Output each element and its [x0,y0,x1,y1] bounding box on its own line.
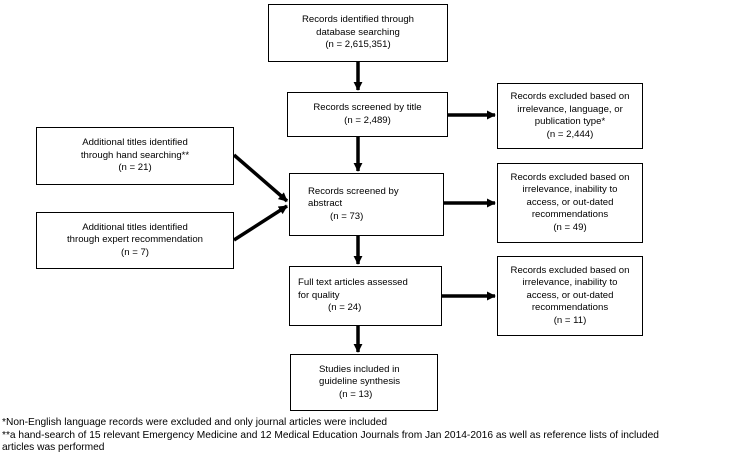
box-line: (n = 2,489) [344,114,391,126]
footnote-hand-search-cont: articles was performed [2,442,105,454]
box-line: Records excluded based on [510,171,630,183]
expert-recommendation-box: Additional titles identified through exp… [36,212,234,269]
box-line: (n = 24) [328,302,362,314]
studies-included-box: Studies included in guideline synthesis … [290,354,438,411]
box-line: database searching [316,26,400,38]
screened-by-abstract-box: Records screened by abstract (n = 73) [289,173,444,236]
excluded-by-title-box: Records excluded based on irrelevance, l… [497,83,643,149]
box-line: recommendations [531,209,609,221]
box-line: access, or out-dated [526,196,614,208]
box-line: for quality [298,289,340,301]
box-line: Full text articles assessed [298,277,408,289]
screened-by-title-box: Records screened by title (n = 2,489) [287,92,448,137]
box-line: (n = 49) [553,221,587,233]
footnote-language: *Non-English language records were exclu… [2,417,388,428]
box-line: irrelevance, inability to [522,277,618,289]
box-line: Records excluded based on [510,91,630,102]
box-line: irrelevance, language, or [517,103,623,115]
footnote-hand-search: **a hand-search of 15 relevant Emergency… [2,429,659,441]
box-line: (n = 73) [330,210,364,222]
excluded-by-abstract-box: Records excluded based on irrelevance, i… [497,163,643,243]
box-line: abstract [308,198,343,210]
hand-search-box: Additional titles identified through han… [36,127,234,185]
box-line: through hand searching** [80,149,190,161]
arrow-expert-to-abstract [233,204,288,242]
box-line: Records screened by title [313,102,422,113]
box-line: Records excluded based on [510,264,630,276]
box-line: (n = 2,444) [546,128,594,140]
box-line: guideline synthesis [319,376,401,388]
box-line: recommendations [531,302,609,314]
box-line: Additional titles identified [82,137,188,149]
box-line: Additional titles identified [82,221,188,233]
box-line: (n = 13) [339,388,373,400]
box-line: (n = 2,615,351) [325,39,391,51]
box-line: (n = 21) [118,162,152,174]
box-line: Records identified through [302,14,414,26]
excluded-full-text-box: Records excluded based on irrelevance, i… [497,256,643,336]
box-line: (n = 11) [553,314,587,326]
box-line: Records screened by [308,185,399,197]
full-text-assessed-box: Full text articles assessed for quality … [289,266,442,326]
box-line: access, or out-dated [526,289,614,301]
box-line: through expert recommendation [67,234,203,246]
box-line: Studies included in [319,363,400,375]
arrow-hand-to-abstract [232,153,289,203]
box-line: publication type* [534,116,606,127]
records-identified-box: Records identified through database sear… [268,4,448,62]
box-line: (n = 7) [121,246,149,258]
footnotes: *Non-English language records were exclu… [2,417,748,455]
box-line: irrelevance, inability to [522,184,618,196]
